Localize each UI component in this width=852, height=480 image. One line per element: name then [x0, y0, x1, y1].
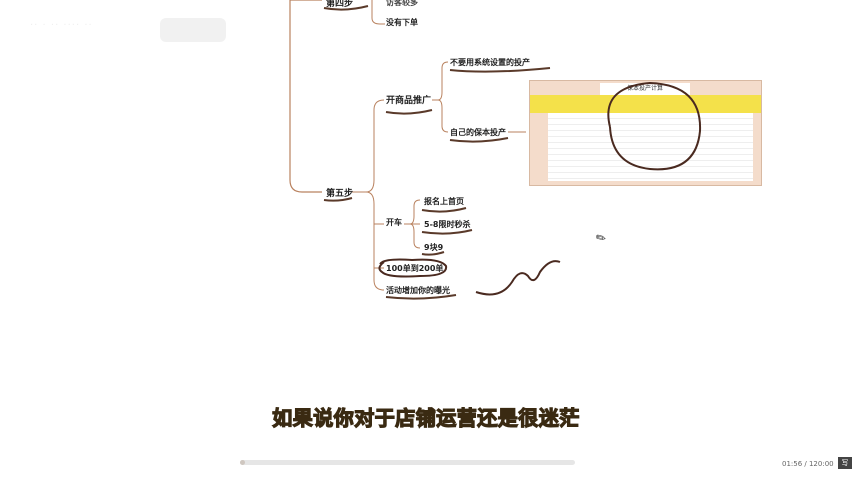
underline-step5 — [323, 197, 353, 202]
node-9-9[interactable]: 9块9 — [424, 243, 444, 252]
step5-split — [352, 99, 385, 291]
underline-step4 — [323, 5, 369, 11]
underline-exposure — [385, 294, 457, 300]
video-subtitle: 如果说你对于店铺运营还是很迷茫 — [272, 405, 580, 430]
branch2-split — [404, 199, 421, 249]
roi-spreadsheet-image: 保本投产计算 — [529, 80, 762, 186]
node-orders-range[interactable]: 100单到200单 — [386, 264, 444, 273]
faint-watermark-logo — [160, 18, 226, 42]
corner-button[interactable]: 写 — [838, 457, 852, 469]
spreadsheet-header-band — [530, 95, 761, 113]
node-step5[interactable]: 第五步 — [326, 189, 354, 199]
underline-b2-2 — [421, 229, 473, 235]
node-step4-no-orders[interactable]: 没有下单 — [386, 18, 418, 27]
node-product-promotion[interactable]: 开商品推广 — [386, 96, 432, 106]
playback-progress-bar[interactable] — [240, 460, 575, 465]
trunk-line — [289, 0, 322, 193]
node-step4-visitors[interactable]: 访客较多 — [386, 0, 418, 7]
underline-b2-1 — [421, 207, 467, 213]
node-drive[interactable]: 开车 — [386, 218, 402, 227]
underline-branch1 — [385, 109, 433, 115]
node-breakeven-roi[interactable]: 自己的保本投产 — [450, 128, 506, 137]
orders-circle — [378, 258, 448, 278]
node-activity-exposure[interactable]: 活动增加你的曝光 — [386, 286, 450, 295]
node-flash-sale[interactable]: 5-8限时秒杀 — [424, 220, 471, 229]
scribble-annotation — [475, 260, 561, 296]
faint-watermark: ·· · ·· ···· ·· — [30, 20, 93, 31]
underline-b2-3 — [421, 251, 445, 256]
step4-sub-line — [371, 0, 385, 25]
branch1-split — [432, 61, 449, 133]
underline-item2 — [449, 137, 509, 143]
node-no-system-roi[interactable]: 不要用系统设置的投产 — [450, 58, 530, 67]
playback-time: 01:56 / 120:00 — [782, 460, 834, 468]
underline-item1 — [449, 67, 551, 73]
progress-fill — [240, 460, 246, 465]
spreadsheet-circle-annotation — [607, 81, 702, 171]
node-step4[interactable]: 第四步 — [326, 0, 354, 9]
node-homepage-signup[interactable]: 报名上首页 — [424, 197, 464, 206]
